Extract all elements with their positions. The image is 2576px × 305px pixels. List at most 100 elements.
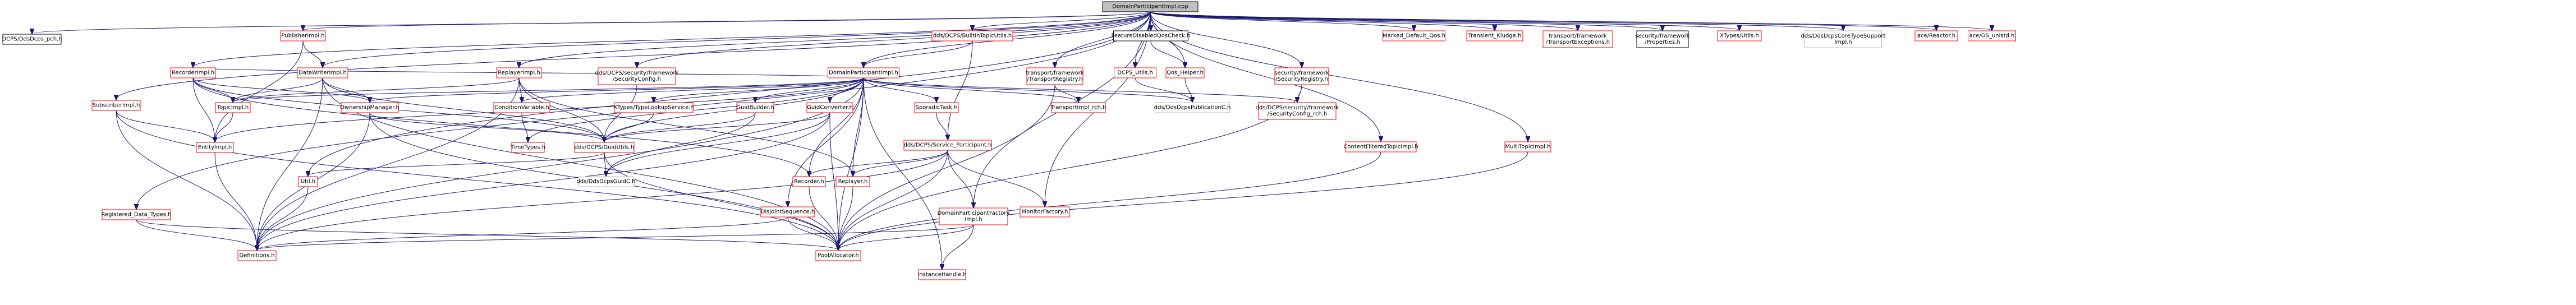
- edge-dpimplh-to-timetypes: [528, 77, 864, 142]
- node-label-dpimplh-0: DomainParticipantImpl.h: [829, 70, 898, 76]
- node-label-seccfg-1: /SecurityConfig.h: [613, 76, 661, 82]
- edge-root-to-builtin: [972, 11, 1151, 30]
- node-disjoint[interactable]: DisjointSequence.h: [760, 206, 815, 218]
- edge-root-to-recimpl: [193, 11, 1151, 67]
- node-topicimpl[interactable]: TopicImpl.h: [215, 102, 251, 113]
- node-label-tpexc-0: transport/framework: [1549, 33, 1607, 39]
- node-defs[interactable]: Definitions.h: [237, 250, 277, 261]
- edge-root-to-osunistd: [1150, 11, 1992, 30]
- edge-recimpl-to-ownmgr: [192, 77, 370, 102]
- edge-guidconv-to-defs: [257, 112, 830, 250]
- node-box-dwimpl: [297, 67, 348, 78]
- edge-root-to-pubimpl: [303, 11, 1151, 30]
- node-xtutils[interactable]: XTypes/Utils.h: [1717, 30, 1762, 41]
- node-guidutils[interactable]: dds/DCPS/GuidUtils.h: [574, 142, 635, 153]
- node-dwimpl[interactable]: DataWriterImpl.h: [297, 67, 348, 78]
- node-reactor[interactable]: ace/Reactor.h: [1914, 30, 1958, 41]
- node-label-reactor-0: ace/Reactor.h: [1917, 33, 1955, 39]
- node-box-guidc: [578, 176, 634, 187]
- node-builtin[interactable]: dds/DCPS/BuiltInTopicUtils.h: [931, 30, 1013, 41]
- node-box-tpexc: [1542, 30, 1613, 48]
- node-box-timetypes: [511, 142, 545, 153]
- node-monitor[interactable]: MonitorFactory.h: [1020, 206, 1070, 218]
- node-pool[interactable]: PoolAllocator.h: [815, 250, 861, 261]
- node-util[interactable]: Util.h: [298, 176, 318, 187]
- edge-svcpart-to-monitor: [947, 150, 1045, 206]
- node-label-insthandle-0: InstanceHandle.h: [917, 272, 966, 278]
- node-pch: DCPS/DdsDcps_pch.h: [2, 34, 62, 45]
- node-repimpl[interactable]: ReplayerImpl.h: [496, 67, 542, 78]
- node-regdt[interactable]: Registered_Data_Types.h: [101, 209, 172, 220]
- node-mtopic[interactable]: MultiTopicImpl.h: [1504, 141, 1551, 152]
- node-svcpart[interactable]: dds/DCPS/Service_Participant.h: [903, 140, 992, 151]
- edge-repimpl-to-replayer: [518, 77, 853, 176]
- node-seccfg[interactable]: dds/DCPS/security/framework/SecurityConf…: [595, 67, 679, 85]
- node-box-kludge: [1466, 30, 1523, 41]
- node-pubimpl[interactable]: PublisherImpl.h: [280, 30, 326, 41]
- node-dcpsutils[interactable]: DCPS_Utils.h: [1114, 67, 1156, 78]
- node-tpimplrch[interactable]: TransportImpl_rch.h: [1050, 102, 1106, 113]
- edge-svcpart-to-recorder: [809, 150, 948, 176]
- edge-disjoint-to-defs: [257, 216, 788, 250]
- node-guidbld[interactable]: GuidBuilder.h: [736, 102, 774, 113]
- node-label-mtopic-0: MultiTopicImpl.h: [1505, 144, 1551, 150]
- node-osunistd[interactable]: ace/OS_unistd.h: [1968, 30, 2016, 41]
- edge-dwimpl-to-topicimpl: [233, 77, 323, 102]
- node-cftopic[interactable]: ContentFilteredTopicImpl.h: [1343, 141, 1418, 152]
- node-timetypes[interactable]: TimeTypes.h: [510, 142, 545, 153]
- node-guidconv[interactable]: GuidConverter.h: [806, 102, 853, 113]
- dependency-edges: [32, 11, 1992, 269]
- node-recorder[interactable]: Recorder.h: [792, 176, 826, 187]
- node-replayer[interactable]: Replayer.h: [835, 176, 870, 187]
- edge-qoshelper-to-pubc: [1184, 77, 1192, 102]
- edge-regdt-to-pool: [136, 219, 838, 250]
- edge-guidconv-to-guidutils: [604, 112, 830, 142]
- node-insthandle[interactable]: InstanceHandle.h: [917, 269, 967, 280]
- edge-dpimplh-to-guidutils: [604, 77, 864, 142]
- node-box-root: [1102, 1, 1199, 12]
- node-box-condvar: [493, 102, 550, 113]
- node-sporadic[interactable]: SporadicTask.h: [914, 102, 959, 113]
- node-qoshelper[interactable]: Qos_Helper.h: [1165, 67, 1205, 78]
- node-dpimplh[interactable]: DomainParticipantImpl.h: [828, 67, 899, 78]
- node-tpexc[interactable]: transport/framework/TransportExceptions.…: [1542, 30, 1613, 48]
- edge-dpimplh-to-insthandle: [863, 77, 942, 269]
- node-box-mkqos: [1383, 30, 1445, 41]
- node-label-condvar-0: ConditionVariable.h: [494, 105, 549, 111]
- node-recimpl[interactable]: RecorderImpl.h: [170, 67, 216, 78]
- edge-entity-to-defs: [214, 152, 257, 250]
- node-box-dcpsutils: [1114, 67, 1156, 78]
- node-tlsvc[interactable]: XTypes/TypeLookupService.h: [613, 102, 694, 113]
- node-mkqos[interactable]: Marked_Default_Qos.h: [1383, 30, 1445, 41]
- edge-topicimpl-to-entity: [215, 112, 233, 142]
- node-tpreg[interactable]: transport/framework/TransportRegistry.h: [1026, 67, 1084, 85]
- node-box-secprop: [1636, 30, 1689, 48]
- node-box-svcpart: [903, 140, 992, 151]
- node-box-pch: [2, 34, 62, 45]
- edge-repimpl-to-topicimpl: [233, 77, 520, 102]
- dependency-nodes: DomainParticipantImpl.cppDCPS/DdsDcps_pc…: [2, 1, 2016, 280]
- node-seccfgrch[interactable]: dds/DCPS/security/framework/SecurityConf…: [1256, 102, 1339, 120]
- node-kludge[interactable]: Transient_Kludge.h: [1466, 30, 1523, 41]
- node-secreg[interactable]: security/framework/SecurityRegistry.h: [1274, 67, 1329, 85]
- node-condvar[interactable]: ConditionVariable.h: [493, 102, 550, 113]
- node-label-dpfactory-1: Impl.h: [965, 216, 982, 223]
- edge-featqos-to-qoshelper: [1150, 40, 1185, 67]
- node-subimpl[interactable]: SubscriberImpl.h: [91, 100, 141, 111]
- node-box-entity: [196, 142, 234, 153]
- node-label-tpimplrch-0: TransportImpl_rch.h: [1050, 105, 1106, 111]
- edge-subimpl-to-pool: [116, 110, 838, 250]
- node-box-ownmgr: [341, 102, 399, 113]
- node-box-coresup: [1804, 30, 1882, 48]
- edge-pubimpl-to-entity: [215, 40, 304, 142]
- edge-svcpart-to-dpfactory: [947, 150, 974, 207]
- node-label-tpexc-1: /TransportExceptions.h: [1546, 39, 1610, 45]
- node-featqos: FeatureDisabledQosCheck.h: [1112, 30, 1190, 41]
- node-label-mkqos-0: Marked_Default_Qos.h: [1383, 33, 1445, 39]
- node-ownmgr[interactable]: OwnershipManager.h: [340, 102, 400, 113]
- node-label-guidbld-0: GuidBuilder.h: [736, 105, 774, 111]
- node-entity[interactable]: EntityImpl.h: [196, 142, 234, 153]
- node-box-dpimplh: [828, 67, 899, 78]
- node-label-secprop-0: security/framework: [1635, 33, 1689, 39]
